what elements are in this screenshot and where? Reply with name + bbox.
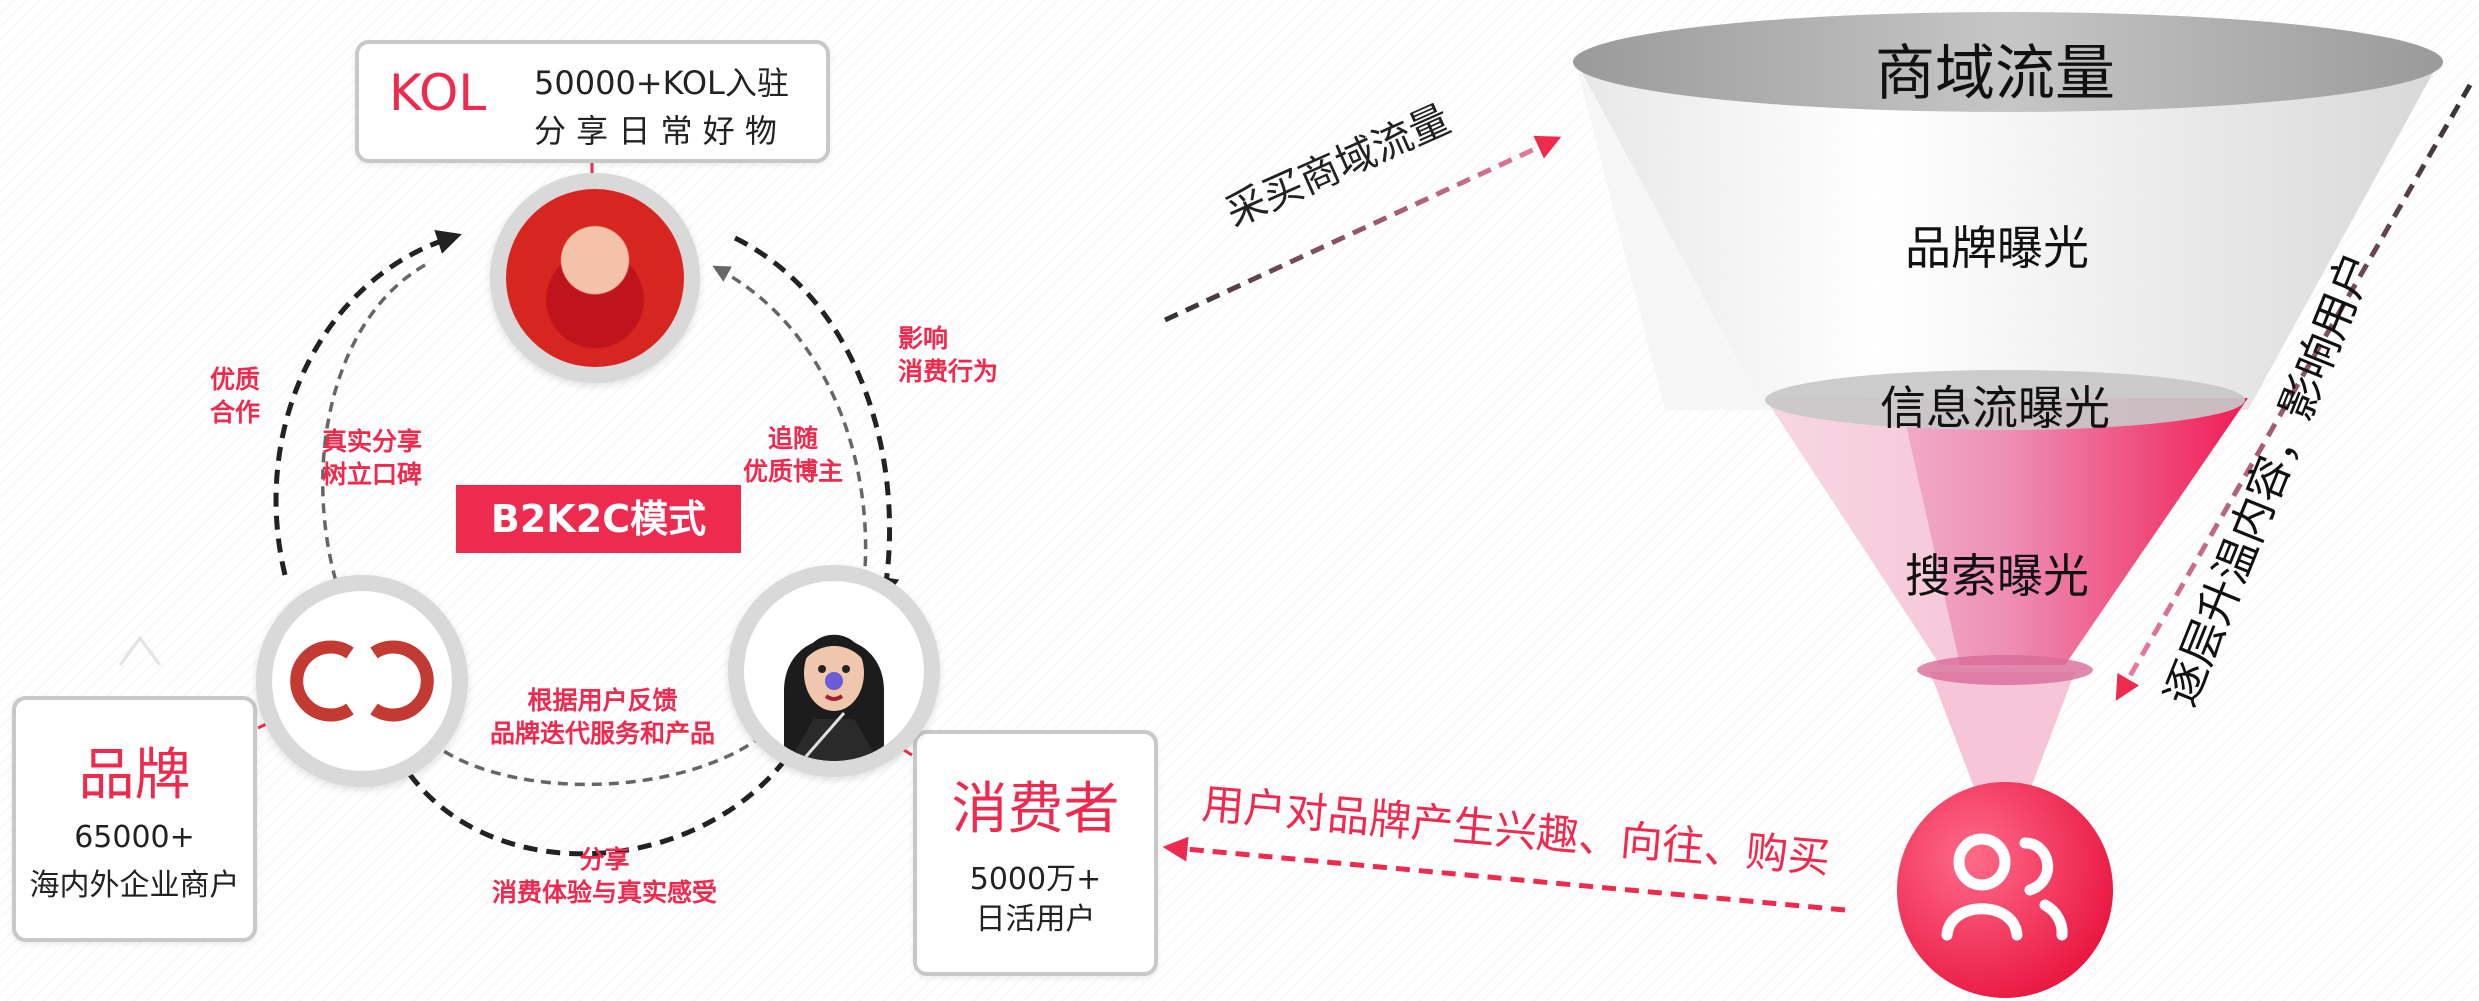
kol-line1: 50000+KOL入驻 <box>534 64 789 102</box>
brand-logo-node <box>256 575 468 787</box>
funnel-top-label: 商域流量 <box>1875 39 2115 109</box>
funnel-level3-label: 搜索曝光 <box>1905 549 2089 603</box>
funnel-level2-label: 信息流曝光 <box>1880 381 2110 435</box>
kol-box: KOL 50000+KOL入驻 分 享 日 常 好 物 <box>355 40 830 163</box>
label-brand-to-consumer: 根据用户反馈品牌迭代服务和产品 <box>490 686 716 748</box>
users-icon <box>1941 833 2068 941</box>
kol-title: KOL <box>389 64 487 122</box>
consumer-avatar <box>728 565 940 777</box>
label-brand-to-kol: 优质合作 <box>210 365 261 427</box>
funnel-level1-label: 品牌曝光 <box>1905 221 2089 275</box>
users-icon-circle <box>1897 782 2113 998</box>
brand-title: 品牌 <box>78 743 191 808</box>
chanel-logo <box>290 640 434 722</box>
consumer-line1: 5000万+ <box>969 862 1102 897</box>
label-kol-to-brand: 真实分享树立口碑 <box>322 427 423 489</box>
kol-avatar <box>490 173 700 383</box>
brand-line1: 65000+ <box>74 820 195 855</box>
consumer-line2: 日活用户 <box>975 902 1096 937</box>
woman-illustration <box>784 634 884 761</box>
label-kol-to-consumer: 影响消费行为 <box>898 324 999 386</box>
consumer-box: 消费者 5000万+ 日活用户 <box>913 730 1158 976</box>
label-consumer-to-brand: 分享消费体验与真实感受 <box>492 845 718 907</box>
kol-line2: 分 享 日 常 好 物 <box>534 112 777 150</box>
consumer-title: 消费者 <box>951 777 1120 842</box>
brand-line2: 海内外企业商户 <box>29 868 240 903</box>
label-consumer-to-kol: 追随优质博主 <box>743 424 844 486</box>
brand-box: 品牌 65000+ 海内外企业商户 <box>12 696 257 942</box>
model-label: B2K2C模式 <box>456 485 741 553</box>
